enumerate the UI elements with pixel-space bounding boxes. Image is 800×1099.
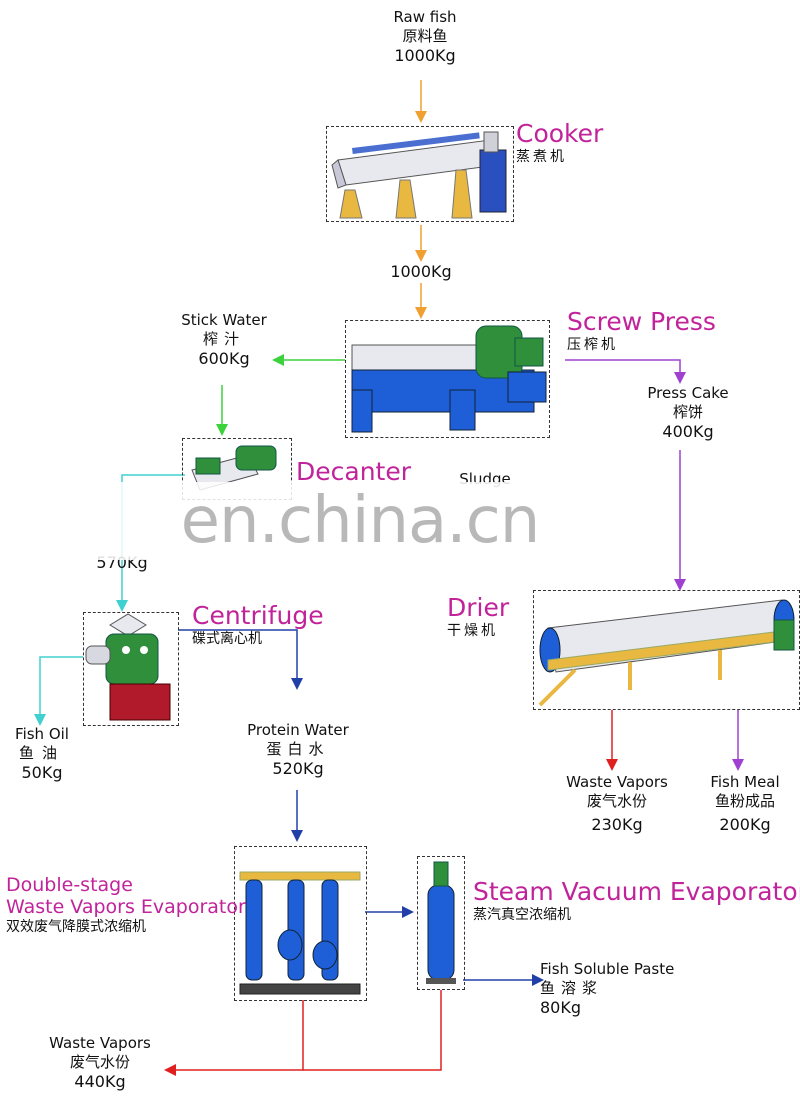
steam-vacuum-en: Steam Vacuum Evaporator bbox=[473, 877, 800, 906]
stick-water-cn: 榨汁 bbox=[202, 330, 245, 348]
stick-water-label: Stick Water 榨汁 600Kg bbox=[172, 311, 276, 368]
double-stage-cn: 双效废气降膜式浓缩机 bbox=[6, 919, 146, 935]
arrow-centrifuge-to-fishoil bbox=[34, 656, 83, 726]
arrow-steamvac-to-waste bbox=[303, 990, 442, 1071]
press-cake-label: Press Cake 榨饼 400Kg bbox=[640, 384, 736, 441]
raw-fish-label: Raw fish 原料鱼 1000Kg bbox=[380, 8, 470, 65]
drier-en: Drier bbox=[447, 593, 510, 622]
raw-fish-qty: 1000Kg bbox=[394, 46, 456, 65]
fish-oil-label: Fish Oil 鱼油 50Kg bbox=[6, 725, 78, 782]
fish-soluble-label: Fish Soluble Paste 鱼溶浆 80Kg bbox=[540, 960, 690, 1017]
protein-water-cn: 蛋白水 bbox=[266, 740, 330, 758]
stick-water-qty: 600Kg bbox=[198, 349, 250, 368]
fish-meal-qty: 200Kg bbox=[719, 815, 771, 834]
waste-vapors-final-en: Waste Vapors bbox=[49, 1034, 151, 1052]
waste-vapors-final-label: Waste Vapors 废气水份 440Kg bbox=[40, 1034, 160, 1091]
screw-press-machine bbox=[351, 325, 547, 433]
screw-press-cn: 压榨机 bbox=[567, 337, 618, 353]
fish-soluble-qty: 80Kg bbox=[540, 998, 582, 1017]
protein-water-en: Protein Water bbox=[247, 721, 349, 739]
cooker-cn: 蒸煮机 bbox=[516, 149, 567, 165]
arrow-centrifuge-to-protein bbox=[178, 629, 303, 690]
waste-vapors-drier-cn: 废气水份 bbox=[586, 792, 647, 810]
waste-vapors-drier-en: Waste Vapors bbox=[566, 773, 668, 791]
press-cake-qty: 400Kg bbox=[662, 422, 714, 441]
double-stage-en1: Double-stage bbox=[6, 874, 133, 896]
protein-water-label: Protein Water 蛋白水 520Kg bbox=[240, 721, 356, 778]
screw-press-en: Screw Press bbox=[567, 307, 716, 336]
fish-soluble-cn: 鱼溶浆 bbox=[540, 979, 604, 997]
fish-soluble-en: Fish Soluble Paste bbox=[540, 960, 675, 978]
screw-press-title: Screw Press 压榨机 bbox=[567, 308, 716, 354]
double-stage-en2: Waste Vapors Evaporator bbox=[6, 896, 246, 918]
raw-fish-cn: 原料鱼 bbox=[402, 27, 448, 45]
decanter-machine bbox=[191, 445, 277, 491]
fish-oil-en: Fish Oil bbox=[15, 725, 69, 743]
press-cake-en: Press Cake bbox=[647, 384, 729, 402]
fish-meal-label: Fish Meal 鱼粉成品 200Kg bbox=[700, 773, 790, 834]
decanter-en: Decanter bbox=[296, 457, 412, 486]
steam-vacuum-title: Steam Vacuum Evaporator 蒸汽真空浓缩机 bbox=[473, 878, 800, 924]
arrow-decanter-to-centrifuge bbox=[116, 474, 185, 612]
centrifuge-frame bbox=[83, 612, 179, 726]
drier-machine bbox=[538, 599, 795, 707]
after-cooker-qty: 1000Kg bbox=[390, 262, 452, 281]
fish-oil-cn: 鱼油 bbox=[18, 744, 65, 762]
press-cake-cn: 榨饼 bbox=[672, 403, 703, 421]
steam-vacuum-frame bbox=[417, 856, 465, 990]
waste-vapors-drier-label: Waste Vapors 废气水份 230Kg bbox=[560, 773, 674, 834]
centrifuge-machine bbox=[85, 613, 171, 721]
fish-oil-qty: 50Kg bbox=[21, 763, 63, 782]
fish-meal-en: Fish Meal bbox=[710, 773, 780, 791]
steam-vacuum-machine bbox=[426, 861, 456, 984]
drier-title: Drier 干燥机 bbox=[447, 594, 509, 640]
protein-water-qty: 520Kg bbox=[272, 759, 324, 778]
stick-water-en: Stick Water bbox=[181, 311, 267, 329]
arrow-press-to-cake bbox=[565, 359, 686, 384]
watermark-overlay: en.china.cn bbox=[90, 482, 630, 560]
fish-meal-cn: 鱼粉成品 bbox=[714, 792, 775, 810]
centrifuge-title: Centrifuge 碟式离心机 bbox=[192, 602, 324, 648]
drier-cn: 干燥机 bbox=[447, 623, 498, 639]
centrifuge-cn: 碟式离心机 bbox=[192, 631, 262, 647]
double-stage-machine bbox=[239, 871, 361, 995]
screw-press-frame bbox=[345, 320, 550, 438]
watermark-text: en.china.cn bbox=[180, 484, 541, 558]
double-stage-frame bbox=[234, 846, 367, 1001]
centrifuge-en: Centrifuge bbox=[192, 601, 324, 630]
cooker-en: Cooker bbox=[516, 119, 604, 148]
double-stage-title: Double-stage Waste Vapors Evaporator 双效废… bbox=[6, 874, 246, 936]
waste-vapors-final-cn: 废气水份 bbox=[69, 1053, 130, 1071]
cooker-title: Cooker 蒸煮机 bbox=[516, 120, 603, 166]
steam-vacuum-cn: 蒸汽真空浓缩机 bbox=[473, 907, 571, 923]
decanter-title: Decanter bbox=[296, 458, 411, 486]
raw-fish-en: Raw fish bbox=[393, 8, 457, 26]
waste-vapors-drier-qty: 230Kg bbox=[591, 815, 643, 834]
waste-vapors-final-qty: 440Kg bbox=[74, 1072, 126, 1091]
cooker-machine bbox=[331, 131, 507, 219]
cooker-frame bbox=[326, 126, 514, 222]
